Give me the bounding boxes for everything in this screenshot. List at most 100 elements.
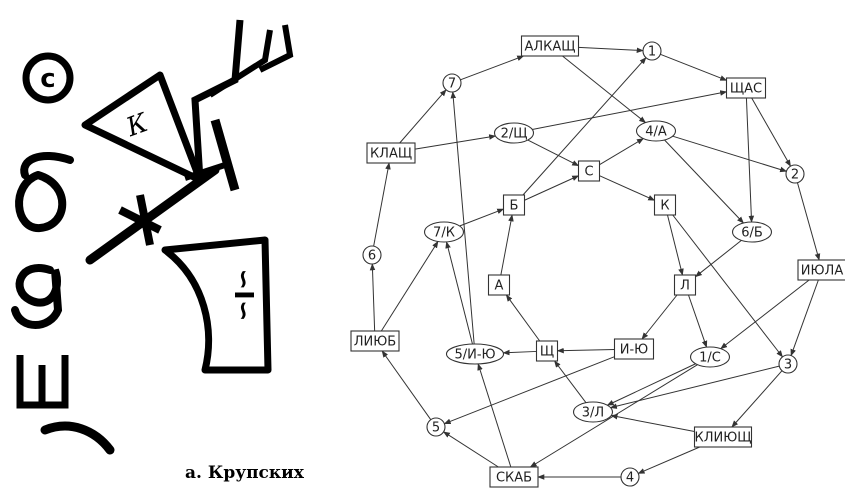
quarter-shape: ∽I∽ xyxy=(165,240,268,370)
node-label: АЛКАЩ xyxy=(524,40,575,55)
node-label: ИЮЛА xyxy=(801,264,844,279)
edge-alkasch-n4a xyxy=(562,56,645,123)
edge-n2sch-schas xyxy=(532,92,726,130)
node-klasch: КЛАЩ xyxy=(367,143,415,163)
edge-s-k xyxy=(600,176,655,201)
edge-alkasch-n1 xyxy=(579,47,644,50)
node-label: 6/Б xyxy=(741,226,763,241)
node-label: 7 xyxy=(448,77,456,92)
node-n6b: 6/Б xyxy=(733,222,772,242)
node-alkasch: АЛКАЩ xyxy=(522,36,579,56)
edge-skab-n5 xyxy=(444,432,499,467)
node-label: 3 xyxy=(784,358,792,373)
node-b: Б xyxy=(504,195,525,215)
edge-n3-kliyusch xyxy=(732,371,782,427)
glyph-sha xyxy=(20,355,65,405)
node-n1s: 1/С xyxy=(691,347,730,367)
edge-skab-n5iyu xyxy=(478,364,511,467)
node-n4: 4 xyxy=(621,468,639,486)
edge-kliyusch-n4 xyxy=(638,447,699,473)
node-liyub: ЛИЮБ xyxy=(351,331,399,351)
edge-n4a-n6b xyxy=(665,140,744,223)
svg-text:К: К xyxy=(122,108,153,144)
edge-klasch-n7 xyxy=(400,90,446,143)
node-iyu: И-Ю xyxy=(615,339,654,359)
glyph-b xyxy=(19,156,70,228)
edge-liyub-n7k xyxy=(381,242,438,331)
node-n7: 7 xyxy=(443,74,461,92)
node-label: К xyxy=(660,199,669,214)
node-n2: 2 xyxy=(786,165,804,183)
node-label: КЛИЮЩ xyxy=(695,431,752,446)
node-n5: 5 xyxy=(427,418,445,436)
copyright-glyph: c xyxy=(26,56,70,100)
svg-text:∽I∽: ∽I∽ xyxy=(228,268,258,321)
node-s: С xyxy=(579,161,600,181)
edge-n6b-l xyxy=(696,240,742,276)
edge-l-iyu xyxy=(642,295,677,339)
edge-n6-klasch xyxy=(374,163,389,246)
edge-sch-a xyxy=(506,295,539,341)
edge-s-n4a xyxy=(600,139,644,165)
triangle-k: К xyxy=(85,75,200,180)
edge-klasch-n2sch xyxy=(415,136,495,149)
edge-iyu-sch xyxy=(558,349,615,350)
node-label: 4 xyxy=(626,471,634,486)
node-label: ЩАС xyxy=(730,82,762,97)
edge-n1s-n3l xyxy=(607,364,695,405)
node-n6: 6 xyxy=(363,246,381,264)
edge-iyula-n1s xyxy=(721,280,809,349)
node-label: С xyxy=(584,165,593,180)
edge-sch-n5iyu xyxy=(503,351,536,352)
node-label: Л xyxy=(680,279,690,294)
node-label: 5/И-Ю xyxy=(454,348,495,363)
node-label: Б xyxy=(510,199,519,214)
node-label: 5 xyxy=(432,421,440,436)
edge-n5-liyub xyxy=(382,351,431,420)
node-n5iyu: 5/И-Ю xyxy=(447,344,504,364)
node-n7k: 7/К xyxy=(425,222,464,242)
node-label: 2/Щ xyxy=(501,127,528,142)
edge-liyub-n6 xyxy=(372,264,374,331)
node-label: 4/А xyxy=(645,125,667,140)
node-label: КЛАЩ xyxy=(370,147,412,162)
artwork: c К ∽I∽ a. Крупских xyxy=(15,20,305,483)
signature: a. Крупских xyxy=(185,463,305,483)
edge-n1-schas xyxy=(660,54,726,80)
edge-n3l-sch xyxy=(555,361,586,403)
node-n1: 1 xyxy=(643,42,661,60)
edge-a-b xyxy=(501,215,512,275)
edge-n5iyu-n7 xyxy=(453,92,474,344)
edge-n2-iyula xyxy=(797,183,819,260)
edge-kliyusch-n3l xyxy=(611,416,694,432)
edge-n3-n3l xyxy=(611,366,780,408)
node-label: И-Ю xyxy=(620,343,648,358)
node-label: 3/Л xyxy=(582,406,604,421)
edge-n7k-b xyxy=(460,209,504,226)
node-n2sch: 2/Щ xyxy=(495,123,534,143)
node-k: К xyxy=(655,195,676,215)
node-label: 1 xyxy=(648,45,656,60)
edge-n5iyu-n7k xyxy=(447,242,473,344)
node-label: 7/К xyxy=(433,226,455,241)
node-label: ЛИЮБ xyxy=(354,335,396,350)
edge-n7-alkasch xyxy=(460,56,523,80)
glyph-a xyxy=(15,268,58,325)
edge-l-n1s xyxy=(688,295,706,347)
node-n3l: 3/Л xyxy=(574,402,613,422)
edge-b-s xyxy=(525,176,579,200)
node-label: А xyxy=(495,279,504,294)
node-iyula: ИЮЛА xyxy=(798,260,845,280)
node-sch: Щ xyxy=(537,341,558,361)
svg-text:c: c xyxy=(40,64,55,94)
node-a: А xyxy=(489,275,510,295)
node-label: Щ xyxy=(540,345,554,360)
node-label: 1/С xyxy=(699,351,721,366)
node-l: Л xyxy=(675,275,696,295)
node-n3: 3 xyxy=(779,355,797,373)
node-n4a: 4/А xyxy=(637,121,676,141)
node-schas: ЩАС xyxy=(727,78,766,98)
node-label: 2 xyxy=(791,168,799,183)
node-kliyusch: КЛИЮЩ xyxy=(695,427,752,447)
